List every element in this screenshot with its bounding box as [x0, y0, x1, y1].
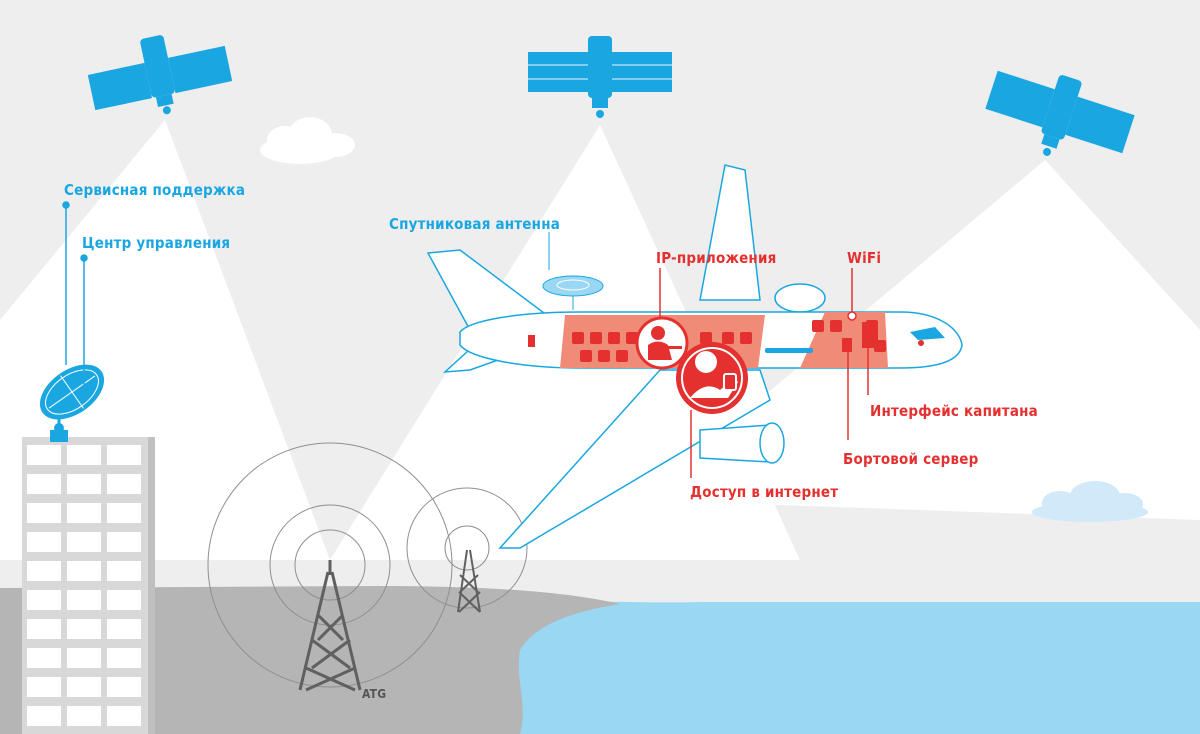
building-window — [107, 474, 141, 494]
wifi-router-icon — [847, 311, 857, 321]
label-satellite-antenna: Спутниковая антенна — [389, 215, 561, 233]
label-leaders-red — [659, 268, 869, 478]
cabin-seat — [626, 332, 638, 344]
satellite-right-icon — [985, 70, 1135, 156]
building-window — [27, 532, 61, 552]
label-onboard-server: Бортовой сервер — [843, 450, 979, 468]
sea — [500, 601, 1200, 734]
label-service-support: Сервисная поддержка — [64, 181, 246, 199]
satellite-left-icon — [87, 35, 233, 115]
label-wifi: WiFi — [847, 249, 882, 267]
label-leaders-left — [62, 201, 88, 395]
cabin-seat — [616, 350, 628, 362]
building-window — [67, 503, 101, 523]
atg-tower-right — [457, 549, 481, 613]
building-window — [67, 561, 101, 581]
building-window — [107, 503, 141, 523]
building-window — [107, 445, 141, 465]
cabin-seat — [608, 332, 620, 344]
atg-tower-left — [298, 560, 362, 692]
building-window — [67, 706, 101, 726]
satellite-antenna-dome — [542, 275, 604, 310]
cabin-seat — [598, 350, 610, 362]
cabin-seat — [830, 320, 842, 332]
label-atg: ATG — [362, 687, 387, 701]
building-window — [107, 619, 141, 639]
building-window — [107, 532, 141, 552]
solar-panel-grid — [528, 64, 672, 80]
atg-signal-rings — [207, 442, 528, 688]
building-window — [27, 648, 61, 668]
label-internet-access: Доступ в интернет — [690, 483, 839, 501]
building-window — [67, 532, 101, 552]
cloud-top — [260, 117, 355, 164]
cabin-seat — [580, 350, 592, 362]
building-window — [107, 677, 141, 697]
building-window — [27, 590, 61, 610]
cabin-seat — [740, 332, 752, 344]
building — [22, 437, 155, 734]
label-captain-interface: Интерфейс капитана — [870, 402, 1038, 420]
label-control-center: Центр управления — [82, 234, 231, 252]
building-window — [107, 706, 141, 726]
building-window — [27, 619, 61, 639]
cabin-seat — [590, 332, 602, 344]
building-window — [67, 590, 101, 610]
building-window — [67, 619, 101, 639]
satellite-dish — [39, 364, 105, 442]
cabin-seat — [722, 332, 734, 344]
building-window — [67, 677, 101, 697]
building-window — [27, 474, 61, 494]
building-window — [67, 445, 101, 465]
building-window — [107, 561, 141, 581]
building-window — [27, 706, 61, 726]
building-window — [67, 648, 101, 668]
satellite-center-icon — [528, 36, 672, 118]
building-window — [107, 590, 141, 610]
cabin-seat — [700, 332, 712, 344]
building-window — [67, 474, 101, 494]
onboard-server-icon — [842, 338, 852, 352]
passenger-laptop-bubble — [635, 316, 689, 370]
building-window — [107, 648, 141, 668]
cabin-seat — [572, 332, 584, 344]
captain-interface-icon — [862, 322, 878, 348]
building-window — [27, 677, 61, 697]
label-ip-apps: IP-приложения — [656, 249, 777, 267]
passenger-tablet-bubble — [676, 342, 748, 414]
building-window — [27, 445, 61, 465]
cloud-right — [1032, 481, 1148, 522]
building-window — [27, 503, 61, 523]
building-window — [27, 561, 61, 581]
cabin-seats — [572, 320, 886, 362]
cabin-seat — [812, 320, 824, 332]
